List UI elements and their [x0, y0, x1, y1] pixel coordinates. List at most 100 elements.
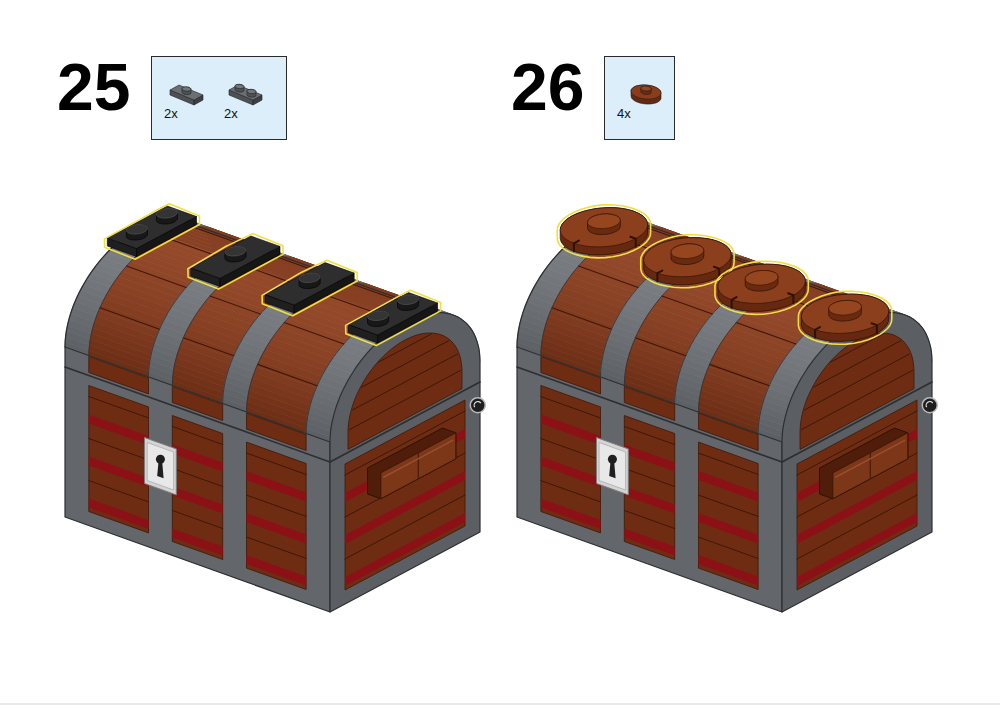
- red-stripe: [699, 471, 759, 501]
- red-stripe: [247, 513, 307, 543]
- handle-line: [870, 454, 871, 478]
- plank-line: [247, 537, 307, 558]
- round-plate: [718, 264, 805, 311]
- step-number: 26: [511, 54, 584, 120]
- icon-stud: [641, 86, 651, 91]
- part-count: 4x: [617, 107, 631, 120]
- stud: [671, 244, 704, 259]
- highlight-outline: [105, 204, 200, 260]
- hinge: [470, 398, 485, 413]
- hinge: [922, 398, 937, 413]
- red-stripe: [172, 529, 222, 556]
- front-panel: [624, 416, 674, 560]
- plank-line: [541, 439, 601, 460]
- stud: [671, 244, 704, 265]
- lid-plank-line: [579, 266, 639, 287]
- chest-front-frame: [65, 347, 330, 612]
- stud: [299, 273, 320, 283]
- plank-line: [699, 453, 759, 474]
- stud: [829, 300, 862, 315]
- red-stripe: [624, 445, 674, 472]
- plate-notch: [872, 323, 877, 333]
- chest-side: [330, 313, 485, 612]
- red-stripe: [541, 499, 601, 529]
- stud: [398, 295, 419, 311]
- front-panel: [172, 416, 222, 560]
- lid-plank-line: [246, 266, 296, 284]
- highlight-outline: [798, 291, 891, 344]
- plate-notch: [630, 237, 635, 247]
- plank-line: [541, 397, 601, 418]
- plank-line: [699, 537, 759, 558]
- red-stripe: [89, 415, 149, 445]
- plank-line: [699, 495, 759, 516]
- new-part: [557, 205, 650, 258]
- lid-plank-line: [284, 323, 344, 344]
- icon-stud: [182, 87, 191, 91]
- icon-stud: [182, 87, 191, 95]
- lid-plank-line: [258, 364, 318, 385]
- new-part: [188, 234, 283, 290]
- stud: [225, 246, 246, 262]
- highlight-outline: [262, 260, 357, 316]
- new-part: [346, 290, 441, 345]
- stud: [745, 271, 778, 292]
- plank-line: [172, 468, 222, 486]
- red-stripe: [247, 471, 307, 501]
- red-stripe: [541, 415, 601, 445]
- lock-plate: [145, 438, 177, 495]
- lid-plank-line: [635, 338, 685, 356]
- lid-plank-line: [552, 308, 612, 329]
- plate-notch: [732, 297, 737, 308]
- front-panel: [699, 442, 759, 589]
- chest-front: [65, 347, 330, 612]
- keyhole: [609, 459, 615, 479]
- red-stripe: [541, 457, 601, 487]
- stud: [368, 311, 389, 327]
- part-icon: [605, 57, 674, 139]
- red-stripe: [89, 499, 149, 529]
- handle: [833, 433, 908, 499]
- handle-line: [418, 454, 419, 478]
- plate-notch: [788, 293, 793, 303]
- new-part: [105, 204, 200, 260]
- plate-notch: [815, 327, 820, 338]
- handle: [820, 428, 908, 499]
- hinge: [926, 402, 933, 408]
- plank-line: [350, 370, 461, 429]
- front-panel: [89, 386, 149, 533]
- plank-line: [89, 481, 149, 502]
- lock-plate: [147, 443, 173, 491]
- handle-highlight: [836, 440, 905, 477]
- lid-plank-line: [710, 364, 770, 385]
- plank-line: [624, 468, 674, 486]
- icon-stud: [235, 84, 244, 88]
- plank-line: [172, 510, 222, 528]
- lid-front-panel: [624, 387, 674, 421]
- front-panel: [247, 442, 307, 589]
- plank-line: [89, 439, 149, 460]
- plate-notch: [714, 267, 719, 277]
- lid-plank-line: [100, 308, 160, 329]
- plank-line: [345, 495, 465, 559]
- stud: [829, 300, 862, 321]
- parts-callout-box: 2x2x: [151, 56, 287, 140]
- plank-line: [247, 453, 307, 474]
- lid-seam: [65, 367, 330, 462]
- handle-highlight: [384, 440, 453, 477]
- new-part: [715, 261, 808, 314]
- highlight-outline: [715, 261, 808, 314]
- round-plate-icon: [631, 85, 661, 99]
- new-part: [798, 291, 891, 344]
- red-stripe: [624, 487, 674, 514]
- lock-plate: [597, 438, 629, 495]
- stud: [225, 246, 246, 256]
- plank-line: [172, 426, 222, 444]
- plate-icon: [170, 85, 203, 100]
- red-stripe: [89, 457, 149, 487]
- parts-callout-box: 4x: [604, 56, 675, 140]
- front-panel: [541, 386, 601, 533]
- chest-front: [517, 347, 782, 612]
